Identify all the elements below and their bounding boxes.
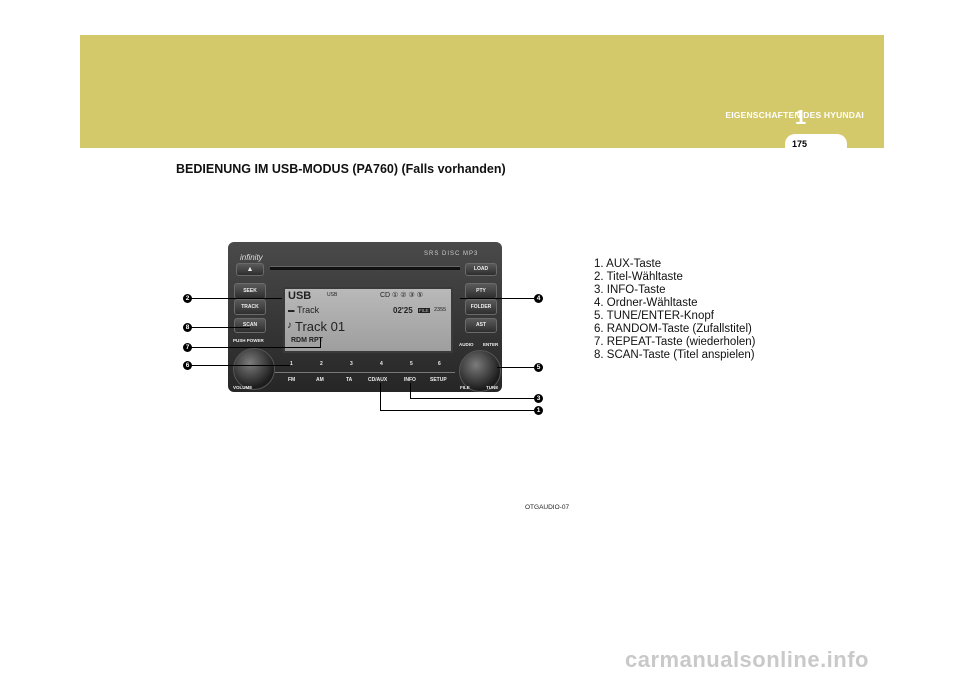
am-button[interactable]: AM [316,377,324,383]
lcd-time: 02'25 [393,306,413,315]
lcd-display: USB USB CD ① ② ③ ⑤ ▬ Track 02'25 FILE 23… [283,287,453,353]
leader-line-1 [380,410,534,411]
setup-button[interactable]: SETUP [430,377,447,383]
lcd-mode: USB [288,290,312,302]
callout-6: 6 [183,361,192,370]
music-note-icon: ♪ [287,320,292,331]
leader-line-4 [460,298,534,299]
legend-item: 6. RANDOM-Taste (Zufallstitel) [594,323,752,335]
callout-8: 8 [183,323,192,332]
scan-button[interactable]: SCAN [234,318,266,333]
preset-key-1[interactable]: 1 [290,361,293,367]
volume-knob[interactable] [233,348,275,390]
legend-list: 1. AUX-Taste 2. Titel-Wähltaste 3. INFO-… [594,258,756,362]
preset-key-4[interactable]: 4 [380,361,383,367]
ta-button[interactable]: TA [346,377,353,383]
leader-line-7 [190,347,320,348]
lcd-file-label: FILE [418,308,430,313]
volume-label: VOLUME [233,385,253,390]
section-title: BEDIENUNG IM USB-MODUS (PA760) (Falls vo… [176,162,506,176]
audio-label: AUDIO [459,342,474,347]
fm-button[interactable]: FM [288,377,296,383]
leader-line-2 [190,298,282,299]
tune-label: TUNE [486,385,499,390]
lcd-small-mode: USB [327,292,338,298]
tune-knob[interactable] [459,350,501,392]
disc-slot [270,266,460,270]
ast-button[interactable]: AST [465,318,497,333]
header-band [80,35,884,148]
info-button[interactable]: INFO [404,377,416,383]
legend-item: 5. TUNE/ENTER-Knopf [594,310,714,322]
preset-key-2[interactable]: 2 [320,361,323,367]
lcd-disc-indicators: CD ① ② ③ ⑤ [380,292,423,299]
seek-button[interactable]: SEEK [234,283,266,299]
leader-line-3-stem [410,383,411,398]
watermark: carmanualsonline.info [625,647,869,672]
figure-caption: OTGAUDIO-07 [525,504,570,511]
enter-label: ENTER [483,342,499,347]
lcd-count: 2355 [434,307,447,313]
callout-2: 2 [183,294,192,303]
lcd-flags: RDM RPT [291,337,323,344]
load-button[interactable]: LOAD [465,263,497,276]
header-title: EIGENSCHAFTEN DES HYUNDAI [725,110,864,120]
brand-logo: infinity [240,253,263,262]
leader-line-3 [410,398,534,399]
legend-item: 7. REPEAT-Taste (wiederholen) [594,336,756,348]
file-label: FILE [460,385,470,390]
leader-line-8 [190,327,250,328]
legend-item: 3. INFO-Taste [594,284,666,296]
legend-item: 1. AUX-Taste [594,258,662,270]
eject-button[interactable]: ▲ [236,263,264,276]
folder-icon: ▬ [288,307,295,314]
lcd-folder: Track [297,305,320,315]
lcd-track: Track 01 [295,319,346,334]
page-number: 175 [792,139,808,149]
callout-1: 1 [534,406,543,415]
chapter-number: 1 [795,107,807,129]
track-button[interactable]: TRACK [234,299,266,315]
format-logos: SRS DISC MP3 [424,251,479,257]
preset-key-3[interactable]: 3 [350,361,353,367]
leader-line-6 [190,365,290,366]
legend-item: 8. SCAN-Taste (Titel anspielen) [594,349,755,361]
legend-item: 4. Ordner-Wähltaste [594,297,698,309]
callout-7: 7 [183,343,192,352]
cd-aux-button[interactable]: CD/AUX [368,377,388,383]
preset-key-6[interactable]: 6 [438,361,441,367]
push-power-label: PUSH POWER [233,338,264,343]
leader-line-7-stem [320,338,321,348]
leader-line-5 [497,367,534,368]
callout-5: 5 [534,363,543,372]
pty-button[interactable]: PTY [465,283,497,299]
key-divider [275,372,455,373]
callout-3: 3 [534,394,543,403]
leader-line-1-stem [380,383,381,410]
page-tab [785,134,847,154]
callout-4: 4 [534,294,543,303]
preset-key-5[interactable]: 5 [410,361,413,367]
legend-item: 2. Titel-Wähltaste [594,271,683,283]
folder-button[interactable]: FOLDER [465,299,497,315]
